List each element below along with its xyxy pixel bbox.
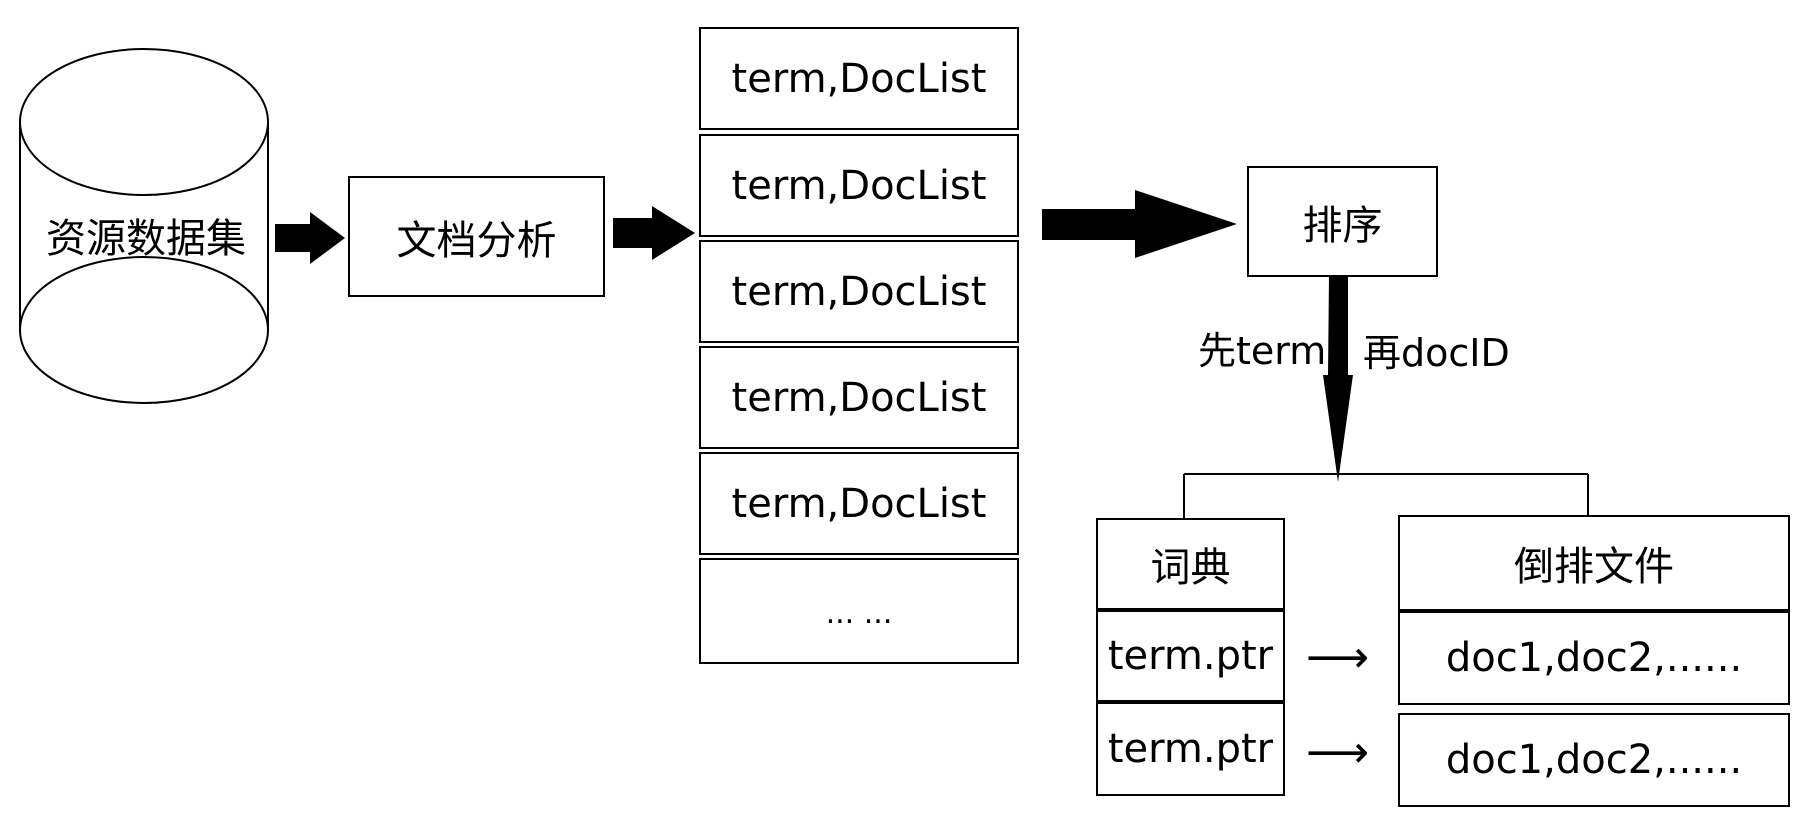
source-label: 资源数据集 xyxy=(46,216,246,262)
sort-label: 排序 xyxy=(1302,202,1383,249)
database-cylinder xyxy=(19,48,269,404)
term-list-item-ellipsis: ... ... xyxy=(699,558,1019,664)
dictionary-header-label: 词典 xyxy=(1150,545,1231,591)
inverted-file-row: doc1,doc2,...... xyxy=(1398,613,1790,705)
term-list-item-label: term,DocList xyxy=(731,268,987,315)
dictionary-row: term.ptr xyxy=(1096,702,1285,796)
inverted-file-row-label: doc1,doc2,...... xyxy=(1445,635,1743,681)
analyze-box: 文档分析 xyxy=(348,176,605,297)
pointer-arrow: ⟶ xyxy=(1306,727,1370,778)
term-list-item-label: term,DocList xyxy=(731,162,987,209)
term-list-item-label: term,DocList xyxy=(731,374,987,421)
dictionary-row-label: term.ptr xyxy=(1107,633,1274,679)
term-list-item: term,DocList xyxy=(699,346,1019,449)
dictionary-row: term.ptr xyxy=(1096,610,1285,702)
dictionary-row-label: term.ptr xyxy=(1107,726,1274,772)
term-list-item: term,DocList xyxy=(699,134,1019,237)
sort-note-right: 再docID xyxy=(1363,331,1510,375)
term-list-item-label: ... ... xyxy=(825,596,893,631)
sort-box: 排序 xyxy=(1247,166,1438,277)
term-list-item: term,DocList xyxy=(699,452,1019,555)
term-list-item-label: term,DocList xyxy=(731,480,987,527)
split-connector xyxy=(1183,473,1589,518)
sort-note-left: 先term, xyxy=(1198,329,1339,373)
arrow-termlist-to-sort xyxy=(1042,190,1237,258)
term-list-item: term,DocList xyxy=(699,240,1019,343)
term-list-item-label: term,DocList xyxy=(731,55,987,102)
arrow-analyze-to-termlist xyxy=(613,206,695,260)
arrow-sort-down xyxy=(1323,275,1353,482)
dictionary-header: 词典 xyxy=(1096,518,1285,610)
inverted-file-header-label: 倒排文件 xyxy=(1514,544,1674,590)
inverted-file-row: doc1,doc2,...... xyxy=(1398,713,1790,807)
arrow-source-to-analyze xyxy=(275,212,345,264)
pointer-arrow: ⟶ xyxy=(1306,632,1370,683)
inverted-file-header: 倒排文件 xyxy=(1398,515,1790,613)
term-list-item: term,DocList xyxy=(699,27,1019,130)
inverted-file-row-label: doc1,doc2,...... xyxy=(1445,737,1743,783)
analyze-label: 文档分析 xyxy=(396,217,557,264)
